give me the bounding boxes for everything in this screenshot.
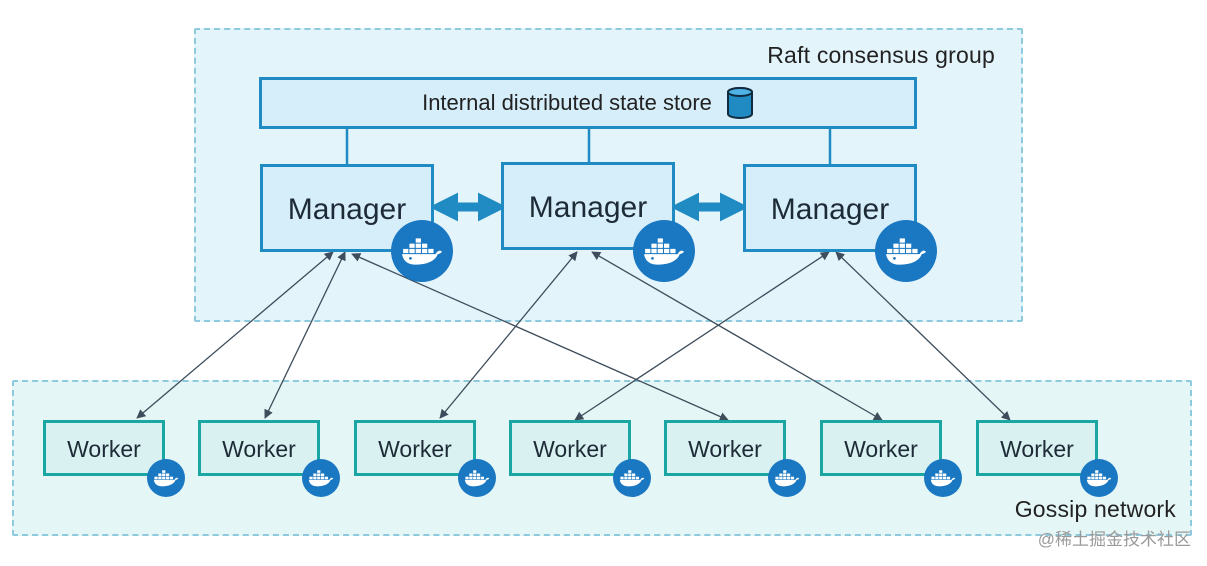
raft-group-label: Raft consensus group xyxy=(767,42,995,68)
database-icon xyxy=(726,87,753,119)
worker-label: Worker xyxy=(844,436,918,462)
gossip-group-label: Gossip network xyxy=(1014,496,1176,522)
watermark-text: @稀土掘金技术社区 xyxy=(1037,530,1191,549)
manager-label: Manager xyxy=(287,193,407,226)
docker-whale-icon xyxy=(768,459,806,497)
docker-whale-icon xyxy=(458,459,496,497)
manager-label: Manager xyxy=(770,193,890,226)
state-store-box: Internal distributed state store xyxy=(259,77,917,129)
worker-label: Worker xyxy=(688,436,762,462)
worker-node-3: Worker xyxy=(354,420,476,476)
worker-label: Worker xyxy=(67,436,141,462)
docker-whale-icon xyxy=(875,220,937,282)
worker-node-6: Worker xyxy=(820,420,942,476)
worker-node-1: Worker xyxy=(43,420,165,476)
worker-node-7: Worker xyxy=(976,420,1098,476)
worker-label: Worker xyxy=(533,436,607,462)
worker-node-2: Worker xyxy=(198,420,320,476)
docker-whale-icon xyxy=(391,220,453,282)
manager-node-3: Manager xyxy=(743,164,917,252)
docker-whale-icon xyxy=(924,459,962,497)
worker-label: Worker xyxy=(1000,436,1074,462)
state-store-label: Internal distributed state store xyxy=(422,90,712,115)
manager-label: Manager xyxy=(528,191,648,224)
worker-node-5: Worker xyxy=(664,420,786,476)
worker-label: Worker xyxy=(378,436,452,462)
worker-label: Worker xyxy=(222,436,296,462)
docker-whale-icon xyxy=(633,220,695,282)
docker-whale-icon xyxy=(1080,459,1118,497)
worker-node-4: Worker xyxy=(509,420,631,476)
docker-whale-icon xyxy=(613,459,651,497)
docker-whale-icon xyxy=(302,459,340,497)
docker-whale-icon xyxy=(147,459,185,497)
